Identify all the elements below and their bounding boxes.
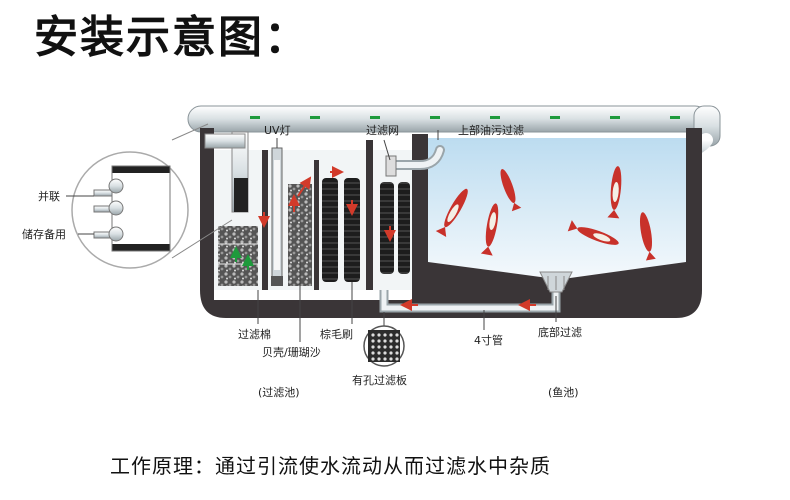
koi-fish (500, 169, 522, 212)
perforated-plate-inset (363, 325, 405, 367)
label-parallel: 并联 (38, 189, 60, 203)
label-top-oil-filter: 上部油污过滤 (458, 123, 524, 137)
uv-lamp (271, 147, 283, 286)
label-filter-pool: (过滤池) (258, 386, 300, 399)
filter-net-pipe (385, 145, 445, 177)
label-bottom-filter: 底部过滤 (538, 325, 582, 339)
flow-arrows (258, 166, 536, 311)
filter-cotton-chamber (218, 226, 258, 286)
label-storage: 储存备用 (22, 227, 66, 241)
koi-fish (607, 166, 622, 219)
label-uv-lamp: UV灯 (264, 124, 291, 137)
koi-fish (567, 220, 619, 245)
label-4inch-pipe: 4寸管 (474, 333, 503, 347)
koi-fish (435, 188, 468, 237)
label-filter-cotton: 过滤棉 (238, 327, 271, 341)
label-filter-net: 过滤网 (366, 124, 399, 137)
inlet-pipe (204, 131, 249, 213)
palm-brushes (322, 178, 410, 282)
page-title: 安装示意图： (34, 12, 310, 63)
label-shell-coral-sand: 贝壳/珊瑚沙 (262, 345, 321, 359)
plate-holes (371, 333, 399, 361)
label-palm-brush: 棕毛刷 (320, 327, 353, 341)
green-flow-arrows (230, 246, 254, 270)
valve-detail-magnifier (66, 123, 233, 269)
koi-fish (639, 212, 656, 261)
koi-fish-group (435, 166, 656, 261)
leader-lines (257, 130, 557, 342)
label-perforated-plate: 有孔过滤板 (352, 373, 407, 387)
working-principle-text: 工作原理：通过引流使水流动从而过滤水中杂质 (110, 454, 551, 478)
label-fish-pool: (鱼池) (548, 385, 579, 399)
koi-fish (480, 203, 499, 256)
